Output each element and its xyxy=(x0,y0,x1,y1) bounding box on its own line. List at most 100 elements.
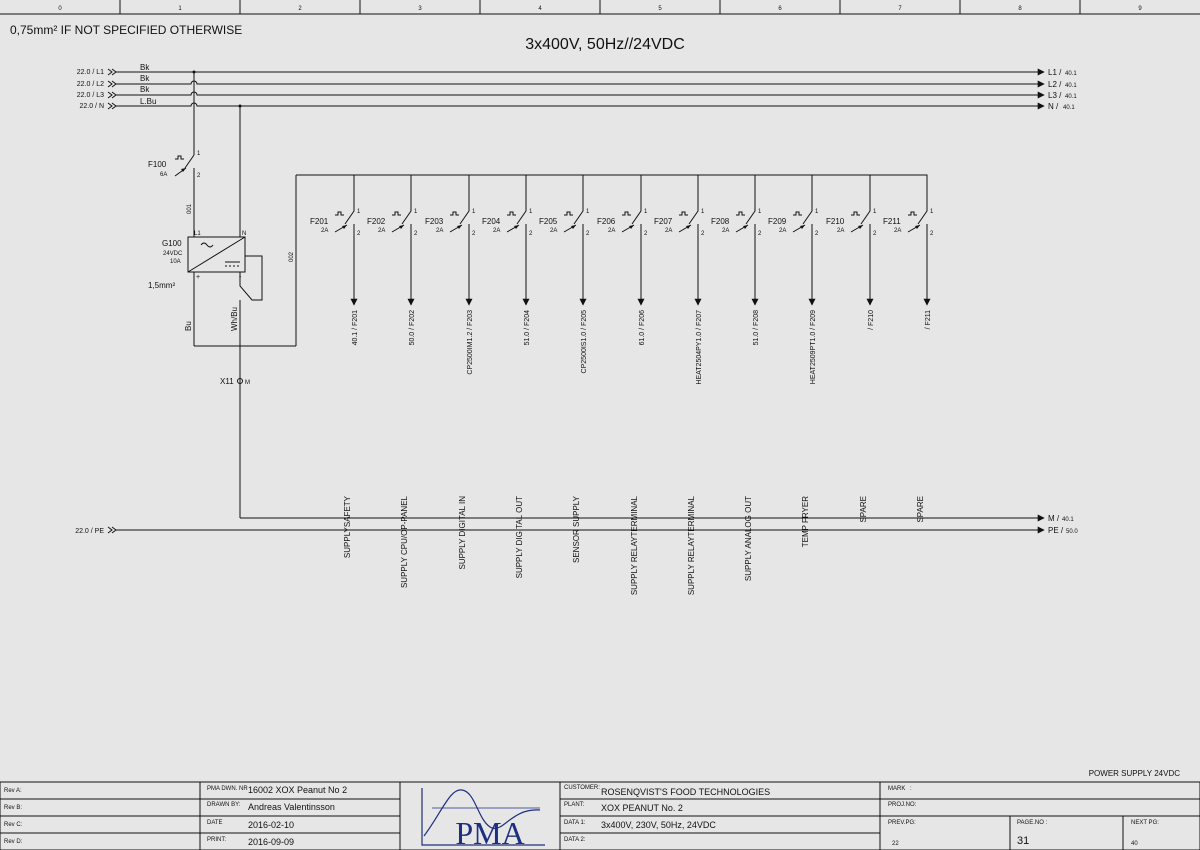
pe-left-ref: 22.0 / PE xyxy=(75,528,104,535)
breaker-f204-label: F204 xyxy=(482,217,501,226)
right-label-l3: L3 / xyxy=(1048,91,1062,100)
breaker-f209-function: TEMP FRYER xyxy=(801,496,810,547)
breaker-f210-function: SPARE xyxy=(859,496,868,523)
g100-current: 10A xyxy=(170,259,181,265)
g100-voltage: 24VDC xyxy=(163,251,183,257)
right-ref-l3: 40.1 xyxy=(1065,94,1077,100)
right-ref-m: 40.1 xyxy=(1062,517,1074,523)
f100-pin-top: 1 xyxy=(197,151,201,157)
breaker-f205-label: F205 xyxy=(539,217,558,226)
breaker-f207-pin-bottom: 2 xyxy=(701,231,705,237)
breaker-f204-rating: 2A xyxy=(493,228,500,234)
right-ref-l2: 40.1 xyxy=(1065,83,1077,89)
breaker-f204-pin-top: 1 xyxy=(529,209,533,215)
wire-001: 001 xyxy=(187,203,193,214)
breaker-f202-out-ref: 50.0 / F202 xyxy=(409,310,416,346)
breaker-f211-function: SPARE xyxy=(916,496,925,523)
right-label-n: N / xyxy=(1048,102,1059,111)
breaker-f203-out-ref: CP2500IM1.2 / F203 xyxy=(467,310,474,375)
breaker-f203-function: SUPPLY DIGITAL IN xyxy=(458,496,467,570)
breaker-f201-function: SUPPLYSAFETY xyxy=(343,495,352,558)
right-label-pe: PE / xyxy=(1048,526,1064,535)
left-ref-l2: 22.0 / L2 xyxy=(77,81,104,88)
data2-label: DATA 2: xyxy=(564,837,586,843)
breaker-f206-pin-top: 1 xyxy=(644,209,648,215)
breaker-f201-rating: 2A xyxy=(321,228,328,234)
wire-size-note: 0,75mm² IF NOT SPECIFIED OTHERWISE xyxy=(10,23,242,37)
wire-color-l3: Bk xyxy=(140,85,150,94)
breaker-f206-pin-bottom: 2 xyxy=(644,231,648,237)
breaker-f210-rating: 2A xyxy=(837,228,844,234)
bus-n xyxy=(116,102,1045,110)
left-ref-l1: 22.0 / L1 xyxy=(77,69,104,76)
date-value: 2016-02-10 xyxy=(248,820,294,830)
ruler-label-6: 6 xyxy=(778,6,782,12)
breaker-f208-function: SUPPLY ANALOG OUT xyxy=(744,496,753,581)
right-label-l1: L1 / xyxy=(1048,68,1062,77)
breaker-f210-label: F210 xyxy=(826,217,845,226)
wire-bu-label: Bu xyxy=(184,321,193,331)
ruler-label-2: 2 xyxy=(298,6,302,12)
breaker-f207-rating: 2A xyxy=(665,228,672,234)
prev-value: 22 xyxy=(892,841,899,847)
breaker-f204-function: SUPPLY DIGITAL OUT xyxy=(515,496,524,579)
page-label: PAGE.NO : xyxy=(1017,820,1048,826)
breaker-f208-pin-top: 1 xyxy=(758,209,762,215)
g100-pin-plus: + xyxy=(196,274,200,281)
pma-dwn-value: 16002 XOX Peanut No 2 xyxy=(248,785,347,795)
breaker-f203-label: F203 xyxy=(425,217,444,226)
x11-label: X11 xyxy=(220,377,234,386)
column-ruler: 0 1 2 3 4 5 6 7 8 9 xyxy=(0,0,1200,15)
customer-label: CUSTOMER: xyxy=(564,785,600,791)
drawn-by-value: Andreas Valentinsson xyxy=(248,802,335,812)
breaker-f211-pin-bottom: 2 xyxy=(930,231,934,237)
breaker-f202-label: F202 xyxy=(367,217,386,226)
breaker-f203-rating: 2A xyxy=(436,228,443,234)
breaker-f100: F100 6A 1 2 001 xyxy=(148,70,201,237)
breaker-f201-pin-top: 1 xyxy=(357,209,361,215)
breaker-f206-out-ref: 61.0 / F206 xyxy=(639,310,646,346)
bus-l3 xyxy=(116,91,1045,99)
rev-a: Rev A: xyxy=(4,788,22,794)
right-ref-pe: 50.0 xyxy=(1066,529,1078,535)
g100-pin-l1: L1 xyxy=(194,231,201,237)
breaker-f204-pin-bottom: 2 xyxy=(529,231,533,237)
diagram-title: 3x400V, 50Hz//24VDC xyxy=(525,36,685,53)
customer-value: ROSENQVIST'S FOOD TECHNOLOGIES xyxy=(601,787,770,797)
power-supply-g100: G100 24VDC 10A L1 N + - 1,5mm² 002 Bu Wh… xyxy=(148,104,297,518)
ruler-label-3: 3 xyxy=(418,6,422,12)
breaker-f208-out-ref: 51.0 / F208 xyxy=(753,310,760,346)
f100-label: F100 xyxy=(148,160,167,169)
breaker-f205-rating: 2A xyxy=(550,228,557,234)
x11-pin: M xyxy=(245,380,250,386)
breaker-f209-out-ref: HEAT2509PT1.0 / F209 xyxy=(810,310,817,384)
date-label: DATE xyxy=(207,820,223,826)
mark-label: MARK xyxy=(888,786,905,792)
print-value: 2016-09-09 xyxy=(248,837,294,847)
mark-value: : xyxy=(910,786,912,792)
breaker-f209-pin-bottom: 2 xyxy=(815,231,819,237)
rev-c: Rev C: xyxy=(4,822,23,828)
ruler-label-1: 1 xyxy=(178,6,182,12)
breaker-f205-function: SENSOR SUPPLY xyxy=(572,495,581,563)
wire-color-n: L.Bu xyxy=(140,97,156,106)
ruler-label-9: 9 xyxy=(1138,6,1142,12)
right-label-m: M / xyxy=(1048,514,1060,523)
breaker-f211-out-ref: / F211 xyxy=(925,310,932,329)
page-value: 31 xyxy=(1017,835,1029,847)
breaker-f211-label: F211 xyxy=(883,217,901,226)
pma-dwn-label: PMA DWN. NR xyxy=(207,786,248,792)
breaker-f210-out-ref: / F210 xyxy=(868,310,875,330)
breaker-f209-pin-top: 1 xyxy=(815,209,819,215)
breaker-f207-label: F207 xyxy=(654,217,673,226)
